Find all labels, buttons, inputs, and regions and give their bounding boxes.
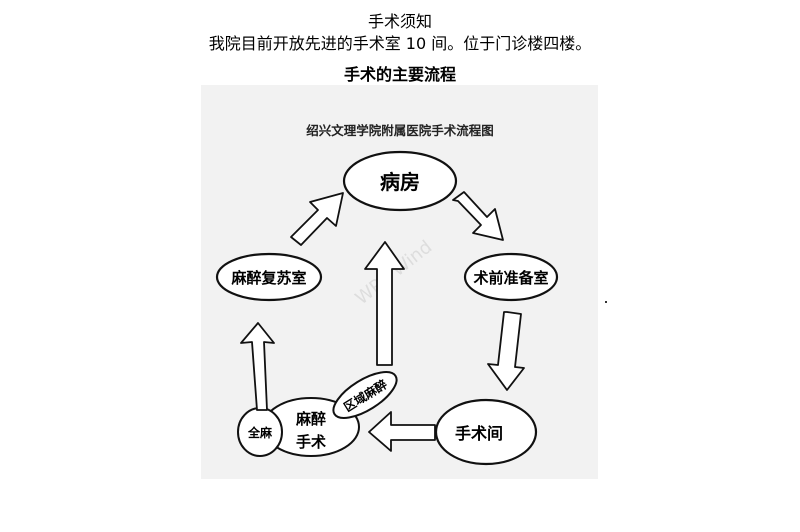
node-preop-room: 术前准备室 [463,252,559,302]
node-general-anesthesia-label: 全麻 [247,425,273,440]
node-recovery-room-label: 麻醉复苏室 [230,269,306,287]
watermark: WPS Wind [352,237,437,310]
arrow-recovery-to-ward [290,192,344,246]
document-title: 手术须知 [367,12,432,31]
flowchart-figure: WPS Wind 绍兴文理学院附属医院手术流程图 病房 术前准备室 手术间 麻醉… [201,85,598,479]
arrow-ward-to-preop [452,191,504,241]
node-recovery-room: 麻醉复苏室 [215,252,323,302]
node-regional-anesthesia: 区域麻醉 [332,371,398,419]
node-ward: 病房 [342,150,458,212]
flowchart-title: 绍兴文理学院附属医院手术流程图 [306,123,494,138]
node-ward-label: 病房 [380,170,420,194]
arrow-preop-to-operating [487,311,525,391]
arrow-operating-to-anesthesia [368,411,436,452]
node-general-anesthesia: 全麻 [237,407,283,457]
section-heading: 手术的主要流程 [343,65,456,84]
intro-line: 我院目前开放先进的手术室 10 间。位于门诊楼四楼。 [208,34,592,53]
arrow-general-to-recovery [240,322,275,411]
arrow-anesthesia-to-ward [364,241,405,366]
stray-dot [605,301,607,303]
node-operating-room: 手术间 [434,398,538,466]
node-anesthesia-line1: 麻醉 [295,410,326,428]
node-anesthesia-line2: 手术 [296,433,326,451]
node-operating-room-label: 手术间 [455,424,503,443]
node-preop-room-label: 术前准备室 [473,269,548,287]
